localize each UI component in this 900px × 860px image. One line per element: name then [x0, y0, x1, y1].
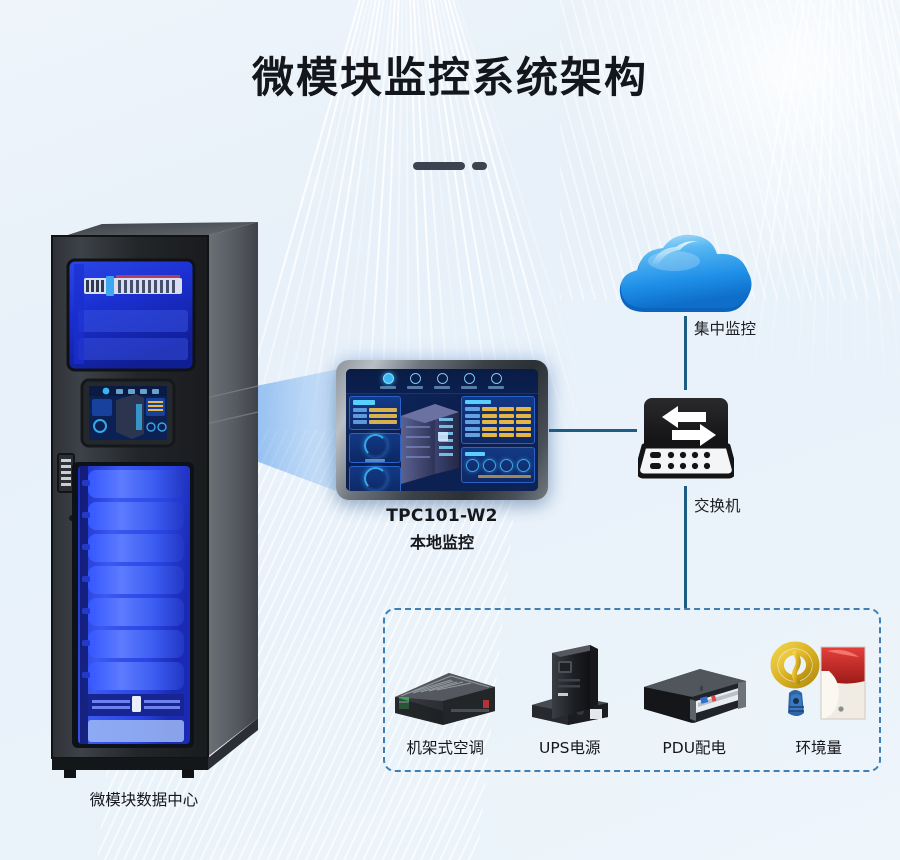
- cabinet-label: 微模块数据中心: [89, 791, 199, 809]
- connector-switch-to-devices: [684, 486, 687, 608]
- panel-pc-screen: [346, 369, 538, 491]
- dashboard-right-panel: [461, 396, 535, 488]
- panel-title-bar: [353, 400, 375, 405]
- table-row: [353, 420, 397, 424]
- cloud-label: 集中监控: [694, 320, 757, 338]
- cloud-icon: [612, 228, 762, 328]
- toolbar-label: [380, 386, 396, 389]
- panel-title-bar: [465, 400, 491, 404]
- gauge-humidity: [349, 466, 401, 491]
- status-table: [349, 396, 401, 430]
- switch-label: 交换机: [694, 497, 741, 515]
- timestamp-bar: [478, 474, 531, 478]
- device-label: 环境量: [795, 739, 842, 757]
- dashboard-left-panel: [349, 396, 401, 491]
- table-row: [465, 413, 531, 418]
- device-group-box: [383, 608, 881, 772]
- dashboard-screen: [346, 369, 538, 491]
- hmi-model-label: TPC101-W2: [386, 506, 498, 526]
- toolbar-label: [461, 386, 477, 389]
- indicator-circle: [465, 458, 479, 472]
- dashboard-body: [349, 396, 535, 491]
- settings-icon: [490, 373, 502, 384]
- gauge-ring: [363, 434, 387, 457]
- connector-cloud-to-switch: [684, 316, 687, 390]
- indicator-circle: [482, 458, 496, 472]
- connector-hmi-to-switch: [549, 429, 637, 432]
- server-rack-3d-icon: [401, 404, 459, 484]
- rack-air-conditioner-icon: [391, 637, 499, 729]
- device-item-rack-ac[interactable]: 机架式空调: [383, 608, 508, 772]
- panel-title-bar: [465, 451, 485, 456]
- gauge-temperature: [349, 433, 401, 463]
- table-row: [465, 426, 531, 431]
- page-title: 微模块监控系统架构: [251, 53, 648, 102]
- network-switch-icon: [635, 392, 737, 484]
- dashboard-center-panel: [401, 396, 459, 488]
- indicator-circle: [500, 458, 514, 472]
- toolbar-icon-settings[interactable]: [488, 373, 504, 389]
- gauge-ring: [363, 467, 387, 490]
- toolbar-label: [407, 386, 423, 389]
- table-row: [353, 414, 397, 418]
- table-row: [465, 420, 531, 424]
- device-icon: [463, 373, 475, 384]
- table-row: [465, 433, 531, 437]
- device-label: UPS电源: [538, 739, 601, 757]
- toolbar-icon-alarm[interactable]: [407, 373, 423, 389]
- ups-power-icon: [524, 637, 616, 729]
- device-item-pdu[interactable]: PDU配电: [632, 608, 757, 772]
- title-divider: [0, 162, 900, 170]
- hmi-role-label: 本地监控: [409, 533, 474, 552]
- measurement-table: [461, 396, 535, 444]
- home-icon: [382, 373, 394, 384]
- toolbar-icon-device[interactable]: [461, 373, 477, 389]
- toolbar-icon-home[interactable]: [380, 373, 396, 389]
- indicator-row: [465, 458, 531, 472]
- toolbar-label: [488, 386, 504, 389]
- report-icon: [436, 373, 448, 384]
- device-list: 机架式空调: [383, 608, 881, 772]
- indicator-circle: [517, 458, 531, 472]
- device-label: PDU配电: [662, 739, 727, 757]
- toolbar-icon-report[interactable]: [434, 373, 450, 389]
- dashboard-toolbar: [346, 369, 538, 394]
- table-row: [353, 408, 397, 412]
- device-item-environment[interactable]: 环境量: [757, 608, 882, 772]
- divider-bar: [413, 162, 465, 170]
- table-row: [465, 407, 531, 411]
- pdu-distribution-icon: [638, 637, 750, 729]
- environment-sensor-icon: [769, 637, 869, 729]
- industrial-panel-pc-icon: [336, 360, 548, 500]
- micro-module-cabinet-icon: [44, 218, 270, 784]
- hmi-caption: TPC101-W2 本地监控: [336, 506, 548, 553]
- indicator-panel: [461, 446, 535, 483]
- device-label: 机架式空调: [406, 739, 484, 757]
- divider-dot: [472, 162, 487, 170]
- alarm-icon: [409, 373, 421, 384]
- toolbar-label: [434, 386, 450, 389]
- gauge-label: [365, 459, 385, 462]
- device-item-ups[interactable]: UPS电源: [508, 608, 633, 772]
